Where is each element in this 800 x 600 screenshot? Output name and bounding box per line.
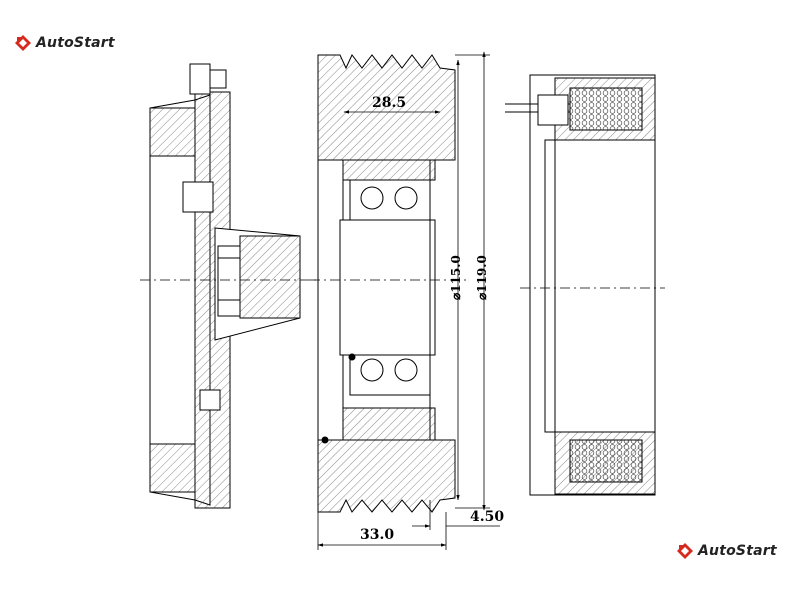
dimension-inner-diameter: ⌀115.0: [449, 255, 463, 300]
brand-name: AutoStart: [36, 35, 115, 51]
brand-logo-bottom: AutoStart: [676, 542, 777, 560]
dimension-offset: 4.50: [470, 509, 504, 525]
autostart-logo-icon: [677, 543, 693, 559]
brand-logo-top: AutoStart: [14, 34, 115, 52]
autostart-logo-icon: [15, 35, 31, 51]
dimension-pulley-width: 33.0: [360, 527, 394, 543]
pulley-section: [310, 54, 470, 513]
dimension-groove-width: 28.5: [372, 95, 406, 111]
dimension-outer-diameter: ⌀119.0: [475, 255, 489, 300]
brand-name: AutoStart: [698, 543, 777, 559]
dimension-lines: [317, 51, 500, 550]
hub-plate-section: [140, 63, 320, 509]
field-coil-section: [505, 74, 665, 496]
